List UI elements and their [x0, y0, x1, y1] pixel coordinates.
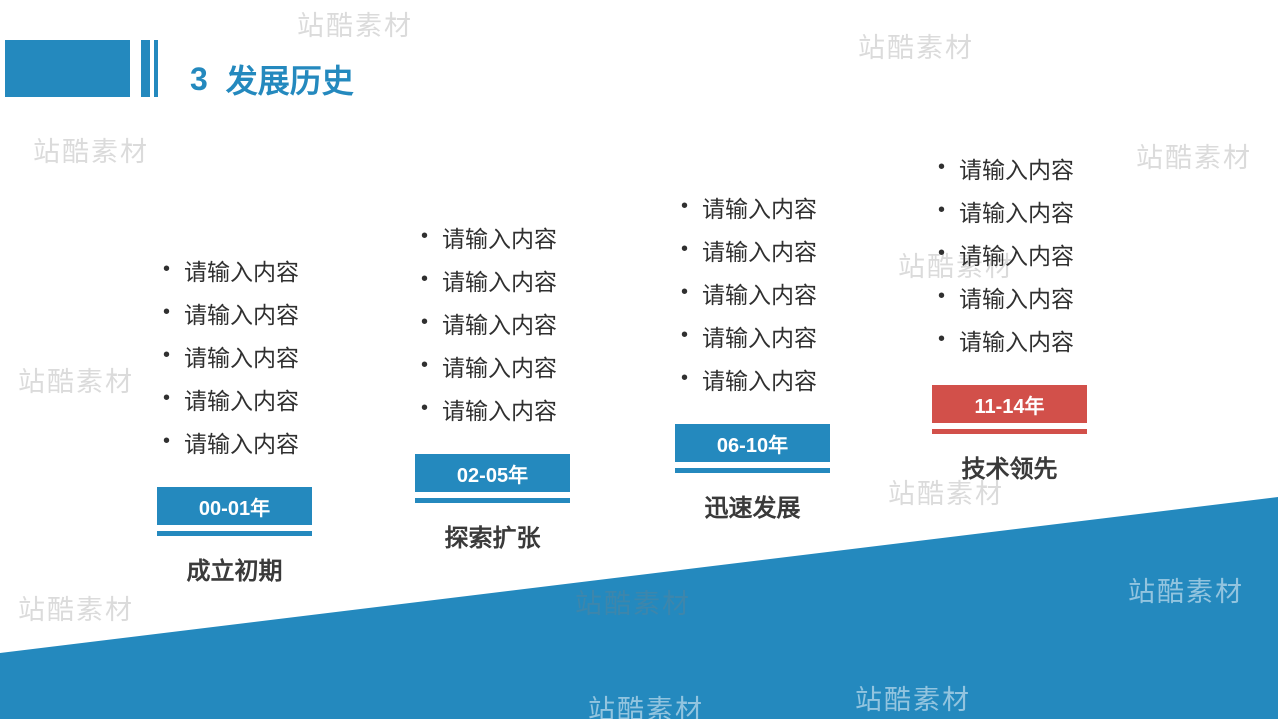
bullet-item: 请输入内容	[163, 291, 312, 334]
watermark: 站酷素材	[297, 11, 413, 41]
period-label: 00-01年	[198, 497, 271, 520]
bullet-item: 请输入内容	[421, 344, 570, 387]
bullet-text: 请输入内容	[959, 242, 1075, 269]
watermark: 站酷素材	[575, 589, 691, 619]
timeline-stage-2: 请输入内容 请输入内容 请输入内容 请输入内容 请输入内容 02-05年 探索扩…	[415, 215, 570, 553]
bullet-item: 请输入内容	[938, 146, 1087, 189]
bullet-text: 请输入内容	[184, 301, 300, 328]
badge-underline	[415, 498, 570, 503]
watermark: 站酷素材	[1136, 143, 1252, 173]
bullet-item: 请输入内容	[681, 185, 830, 228]
stage-title: 技术领先	[961, 456, 1058, 483]
bullet-item: 请输入内容	[681, 228, 830, 271]
watermark: 站酷素材	[18, 367, 134, 397]
bullet-item: 请输入内容	[681, 271, 830, 314]
timeline-stage-3: 请输入内容 请输入内容 请输入内容 请输入内容 请输入内容 06-10年 迅速发…	[675, 185, 830, 523]
bullet-list: 请输入内容 请输入内容 请输入内容 请输入内容 请输入内容	[157, 248, 312, 463]
bullet-item: 请输入内容	[163, 420, 312, 463]
bullet-item: 请输入内容	[163, 248, 312, 291]
period-badge: 11-14年	[932, 385, 1087, 423]
badge-underline	[157, 531, 312, 536]
bullet-item: 请输入内容	[681, 357, 830, 400]
bullet-item: 请输入内容	[681, 314, 830, 357]
watermark: 站酷素材	[858, 33, 974, 63]
bullet-list: 请输入内容 请输入内容 请输入内容 请输入内容 请输入内容	[932, 146, 1087, 361]
period-label: 06-10年	[716, 434, 789, 457]
badge-underline	[675, 468, 830, 473]
bullet-text: 请输入内容	[184, 258, 300, 285]
watermark: 站酷素材	[33, 137, 149, 167]
period-badge: 02-05年	[415, 454, 570, 492]
bullet-list: 请输入内容 请输入内容 请输入内容 请输入内容 请输入内容	[675, 185, 830, 400]
bullet-text: 请输入内容	[184, 344, 300, 371]
bullet-item: 请输入内容	[421, 301, 570, 344]
period-badge: 06-10年	[675, 424, 830, 462]
bullet-text: 请输入内容	[442, 311, 558, 338]
watermark: 站酷素材	[588, 695, 704, 719]
header-accent-bar-thin	[154, 40, 158, 97]
bullet-text: 请输入内容	[702, 195, 818, 222]
watermark: 站酷素材	[855, 685, 971, 715]
timeline-stage-1: 请输入内容 请输入内容 请输入内容 请输入内容 请输入内容 00-01年 成立初…	[157, 248, 312, 586]
period-label: 02-05年	[456, 464, 529, 487]
stage-title: 成立初期	[186, 558, 283, 585]
slide-number: 3	[190, 60, 208, 97]
stage-title: 迅速发展	[704, 495, 801, 522]
bullet-text: 请输入内容	[442, 268, 558, 295]
bullet-item: 请输入内容	[938, 189, 1087, 232]
stage-title: 探索扩张	[444, 525, 541, 552]
bullet-text: 请输入内容	[184, 430, 300, 457]
bullet-item: 请输入内容	[938, 318, 1087, 361]
bullet-text: 请输入内容	[702, 367, 818, 394]
bullet-list: 请输入内容 请输入内容 请输入内容 请输入内容 请输入内容	[415, 215, 570, 430]
watermark: 站酷素材	[18, 595, 134, 625]
bullet-item: 请输入内容	[421, 387, 570, 430]
badge-underline	[932, 429, 1087, 434]
bullet-item: 请输入内容	[421, 258, 570, 301]
bullet-text: 请输入内容	[184, 387, 300, 414]
header-accent-rectangle	[5, 40, 130, 97]
page-title: 3 发展历史	[190, 56, 354, 102]
bullet-text: 请输入内容	[442, 397, 558, 424]
bullet-text: 请输入内容	[959, 156, 1075, 183]
bullet-item: 请输入内容	[421, 215, 570, 258]
period-badge: 00-01年	[157, 487, 312, 525]
bullet-item: 请输入内容	[938, 232, 1087, 275]
bullet-item: 请输入内容	[163, 334, 312, 377]
bullet-text: 请输入内容	[959, 199, 1075, 226]
bullet-text: 请输入内容	[442, 354, 558, 381]
period-label: 11-14年	[974, 395, 1045, 418]
bullet-text: 请输入内容	[959, 328, 1075, 355]
header-accent-bar-thick	[141, 40, 150, 97]
bullet-text: 请输入内容	[702, 281, 818, 308]
bullet-text: 请输入内容	[959, 285, 1075, 312]
slide-title-text: 发展历史	[225, 63, 354, 99]
timeline-stage-4: 请输入内容 请输入内容 请输入内容 请输入内容 请输入内容 11-14年 技术领…	[932, 146, 1087, 484]
bullet-text: 请输入内容	[702, 324, 818, 351]
bullet-item: 请输入内容	[163, 377, 312, 420]
bullet-text: 请输入内容	[442, 225, 558, 252]
bullet-text: 请输入内容	[702, 238, 818, 265]
bullet-item: 请输入内容	[938, 275, 1087, 318]
watermark: 站酷素材	[1128, 577, 1244, 607]
